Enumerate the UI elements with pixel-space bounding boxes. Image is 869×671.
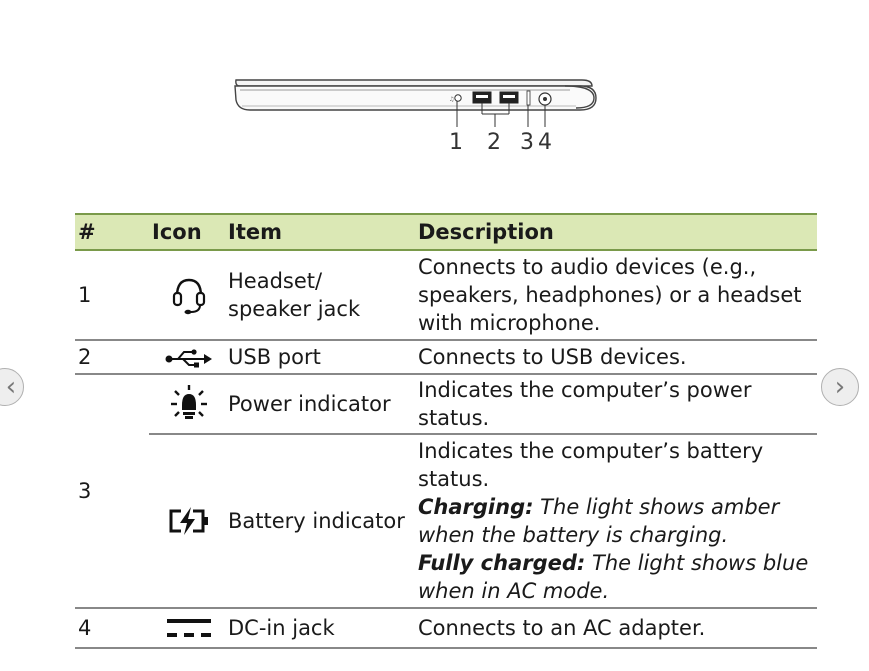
- indicator-lights: [526, 90, 531, 106]
- charging-text: The light shows amber: [533, 495, 780, 519]
- audio-jack-port: [454, 94, 462, 102]
- laptop-side-view-illustration: ♫: [234, 79, 597, 127]
- dc-in-icon: [166, 619, 211, 637]
- header-item: Item: [225, 213, 415, 251]
- description-line: status.: [418, 467, 490, 491]
- usb-icon: [165, 349, 212, 368]
- callout-3: 3: [520, 130, 534, 155]
- item-label-line: speaker jack: [228, 297, 361, 321]
- ports-table: # Icon Item Description 1 Headset/ speak…: [75, 213, 817, 649]
- callout-1: 1: [449, 130, 463, 155]
- next-page-button[interactable]: ›: [821, 368, 859, 406]
- description-line: speakers, headphones) or a headset: [418, 283, 802, 307]
- fully-charged-text: The light shows blue: [585, 551, 809, 575]
- header-description: Description: [415, 213, 817, 251]
- item-label: DC-in jack: [225, 608, 415, 649]
- description-line: status.: [418, 406, 490, 430]
- description-line: Connects to USB devices.: [415, 340, 817, 375]
- row-number: 4: [75, 608, 149, 649]
- table-row: 2 USB port Connects to USB devices.: [75, 340, 817, 375]
- item-label-line: Headset/: [228, 269, 323, 293]
- table-header-row: # Icon Item Description: [75, 213, 817, 251]
- table-row: 3 Power indicator Indicates the compu: [75, 374, 817, 609]
- fully-charged-label: Fully charged:: [418, 551, 586, 575]
- headset-icon: [172, 278, 205, 315]
- row-number: 3: [75, 374, 149, 609]
- item-label: USB port: [225, 340, 415, 375]
- chevron-left-icon: ‹: [5, 372, 17, 402]
- item-label: Battery indicator: [225, 434, 415, 609]
- description-line: with microphone.: [418, 311, 601, 335]
- power-indicator-icon: [170, 385, 207, 419]
- charging-note: Charging: The light shows amber: [418, 493, 817, 521]
- callout-4: 4: [538, 130, 552, 155]
- item-label: Power indicator: [225, 374, 415, 435]
- fully-charged-text-cont: when in AC mode.: [418, 579, 610, 603]
- fully-charged-note: Fully charged: The light shows blue: [418, 549, 817, 577]
- table-row: 1 Headset/ speaker jack Connects to audi…: [75, 250, 817, 341]
- charging-label: Charging:: [418, 495, 534, 519]
- row-number: 2: [75, 340, 149, 375]
- battery-charging-icon: [169, 507, 208, 535]
- table-row: Battery indicator Indicates the computer…: [75, 434, 817, 609]
- svg-text:♫: ♫: [449, 96, 454, 103]
- callout-2: 2: [487, 130, 501, 155]
- row-number: 1: [75, 250, 149, 341]
- charging-text-cont: when the battery is charging.: [418, 523, 729, 547]
- description-line: Indicates the computer’s power: [418, 378, 752, 402]
- description-line: Connects to an AC adapter.: [415, 608, 817, 649]
- description-line: Indicates the computer’s battery: [418, 439, 764, 463]
- header-number: #: [75, 213, 149, 251]
- table-row: 4 DC-in jack Connects to an AC adapter.: [75, 608, 817, 649]
- header-icon: Icon: [149, 213, 225, 251]
- description-line: Connects to audio devices (e.g.,: [418, 255, 757, 279]
- chevron-right-icon: ›: [834, 372, 846, 402]
- previous-page-button[interactable]: ‹: [0, 368, 24, 406]
